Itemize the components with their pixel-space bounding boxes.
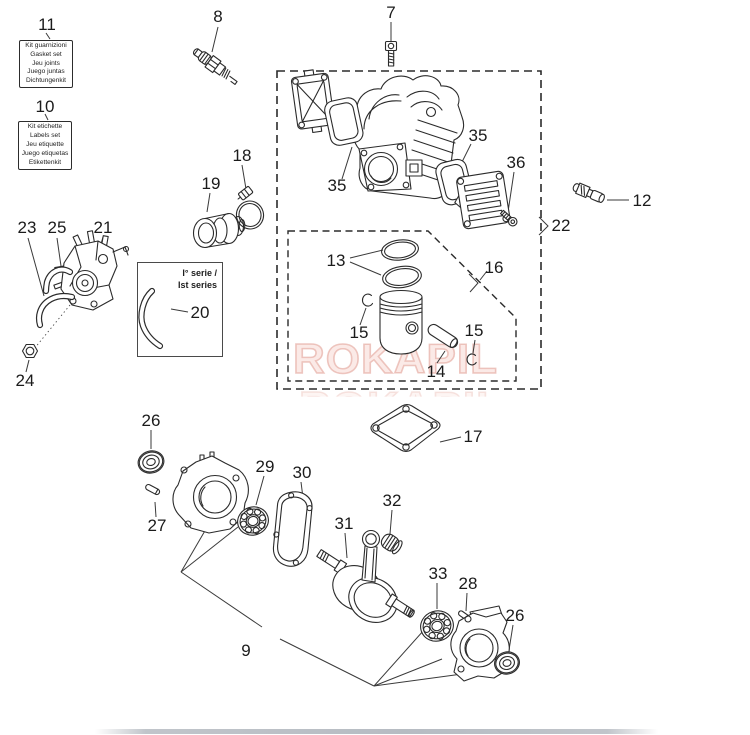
piston-group-dashed-box [287,230,517,382]
callout-22: 22 [551,216,571,235]
leader-lines [25,22,629,651]
callout-10: 10 [35,97,55,116]
series-title-line1: I° serie / [182,268,217,278]
kit-line: Jeu joints [32,59,60,67]
kit-line: Dichtungenkit [26,77,66,85]
kit-line: Juego etiquetas [21,149,69,157]
kit-line: Etikettenkit [28,158,62,166]
group-16-bracket [468,273,479,293]
gasket-30-drawing [272,491,313,567]
spark-plug-drawing [192,48,238,85]
callout-15-left: 15 [349,323,369,342]
cylinder-group-dashed-box [276,70,542,390]
window-edge-shadow [95,729,658,734]
group-22-bracket [538,216,549,236]
hose-20-drawing [138,287,164,350]
hose-23-drawing [35,292,76,329]
callout-25: 25 [47,218,67,237]
piston-ring-drawing [382,265,422,289]
callout-29: 29 [255,457,275,476]
callout-9: 9 [241,641,251,660]
callout-23: 23 [17,218,37,237]
screw-7-drawing [384,40,398,67]
callout-7: 7 [386,3,396,22]
callout-36: 36 [506,153,526,172]
callout-32: 32 [382,491,402,510]
kit-line: Kit guarnizioni [25,41,67,49]
callout-26-right: 26 [505,606,525,625]
nut-24-drawing [21,343,39,359]
callout-20: 20 [190,303,210,322]
clamp-18-drawing [235,186,265,230]
callout-28: 28 [458,574,478,593]
series-title-line2: Ist series [177,280,217,290]
crankcase-left-drawing [172,451,249,534]
group-9-lines [180,526,500,687]
pin-27-drawing [145,483,161,496]
callout-31: 31 [334,514,354,533]
callout-24: 24 [15,371,35,390]
needle-cage-32-drawing [380,533,403,555]
kit-line: Kit etichette [27,123,63,131]
screw-36-drawing [499,209,518,227]
crankshaft-drawing [316,529,415,623]
piston-drawing [379,289,423,355]
labels-kit-box: Kit etichette Labels set Jeu etiquette J… [18,121,72,170]
kit-line: Jeu etiquette [26,141,64,149]
cover-plate-drawing [290,69,335,134]
callout-30: 30 [292,463,312,482]
callout-12: 12 [632,191,652,210]
callout-15-right: 15 [464,321,484,340]
kit-line: Gasket set [30,50,62,58]
kit-line: Labels set [29,132,61,140]
callout-17: 17 [463,427,483,446]
piston-ring-drawing [381,239,419,261]
callout-11: 11 [38,15,56,34]
callout-33: 33 [428,564,448,583]
circlip-15-right-drawing [466,353,477,366]
callout-26-left: 26 [141,411,161,430]
hose-25-drawing [42,266,74,295]
bearing-33-drawing [420,610,454,642]
callout-21: 21 [93,218,113,237]
callout-14: 14 [426,362,446,381]
seal-26-right-drawing [494,651,520,675]
wrist-pin-drawing [427,323,459,349]
gasket-kit-box: Kit guarnizioni Gasket set Jeu joints Ju… [19,40,73,88]
callout-16: 16 [484,258,504,277]
watermark-text-partial: ROKAPIL [299,384,504,396]
kit-line: Juego juntas [27,68,65,76]
callout-27: 27 [147,516,167,535]
seal-26-left-drawing [137,450,165,474]
callout-19: 19 [201,174,221,193]
callout-18: 18 [232,146,252,165]
circlip-15-left-drawing [361,293,374,307]
carburetor-drawing [53,230,130,311]
nut-dotted-line [33,304,71,350]
callout-35-right: 35 [468,126,488,145]
gasket-35-left-drawing [324,97,364,146]
callout-8: 8 [213,7,223,26]
gasket-17-drawing [370,403,441,453]
callout-35-left: 35 [327,176,347,195]
manifold-plate-drawing [454,170,511,230]
valve-12-drawing [572,182,605,203]
bearing-29-drawing [237,506,269,536]
first-series-box: I° serie / Ist series [137,262,223,357]
callout-13: 13 [326,251,346,270]
